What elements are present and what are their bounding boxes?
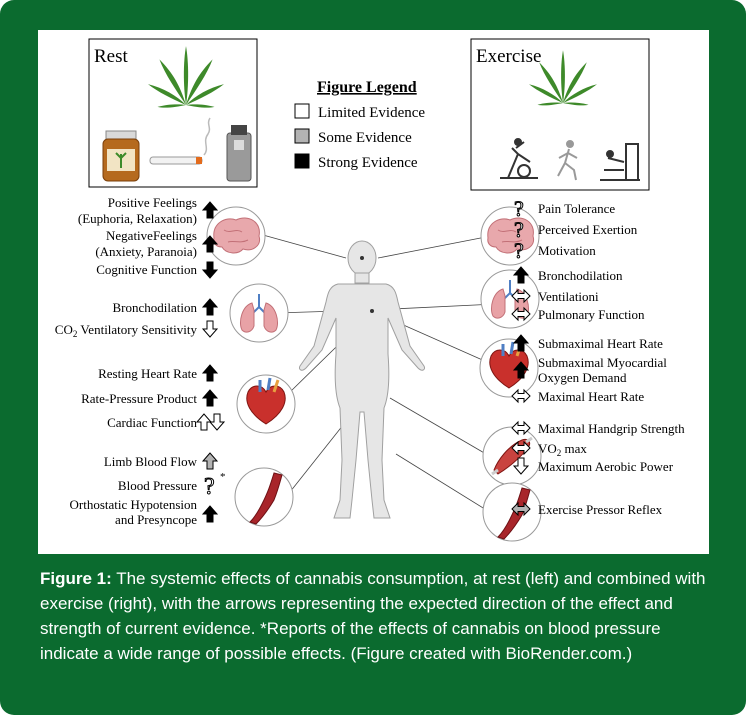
arrow-up-icon (203, 506, 217, 522)
brain-icon (481, 207, 539, 265)
effect-resting-heart-rate: Resting Heart Rate (98, 366, 197, 381)
effect-pain-tolerance: Pain Tolerance (538, 201, 615, 216)
svg-text:Some Evidence: Some Evidence (318, 130, 412, 146)
exercise-effects: Pain Tolerance Perceived Exertion Motiva… (538, 201, 685, 517)
lungs-icon (481, 270, 539, 328)
arrow-down-icon (203, 321, 217, 337)
effect-rate-pressure-product: Rate-Pressure Product (81, 391, 197, 406)
caption-text: The systemic effects of cannabis consump… (40, 569, 706, 663)
effect-oxygen-demand: Oxygen Demand (538, 370, 627, 385)
cannabis-jar-icon (103, 131, 139, 181)
effect-bronchodilation: Bronchodilation (113, 300, 198, 315)
arrow-down-icon (210, 414, 224, 430)
legend-item-limited: Limited Evidence (295, 104, 425, 121)
effect-cognitive-function: Cognitive Function (96, 262, 197, 277)
svg-text:Strong Evidence: Strong Evidence (318, 155, 418, 171)
figure-legend: Figure Legend Limited Evidence Some Evid… (295, 79, 425, 171)
figure-caption: Figure 1: The systemic effects of cannab… (40, 566, 710, 666)
rest-title: Rest (94, 46, 129, 67)
effect-presyncope: and Presyncope (115, 512, 197, 527)
heart-icon (480, 339, 538, 397)
effect-pulmonary-function: Pulmonary Function (538, 307, 645, 322)
effect-submaximal-myocardial: Submaximal Myocardial (538, 355, 667, 370)
exercise-title: Exercise (476, 46, 541, 67)
arrow-down-icon (203, 262, 217, 278)
question-mark-icon: ? * (204, 471, 226, 500)
figure-panel: Rest Exercise (38, 30, 709, 554)
effect-negative-feelings: NegativeFeelings (106, 228, 197, 243)
effect-submaximal-heart-rate: Submaximal Heart Rate (538, 336, 663, 351)
exercise-question-marks: ? ? ? (514, 196, 524, 263)
effect-ventilation: Ventilationi (538, 289, 599, 304)
svg-text:?: ? (204, 474, 215, 500)
legend-item-strong: Strong Evidence (295, 154, 418, 171)
effect-vo2-max: VO2 max (538, 441, 587, 458)
arrow-up-icon (203, 365, 217, 381)
arrow-up-icon (203, 390, 217, 406)
svg-text:*: * (220, 471, 226, 483)
effect-bronchodilation: Bronchodilation (538, 268, 623, 283)
brain-icon (207, 207, 265, 265)
muscle-icon (483, 427, 541, 485)
arrow-up-icon (203, 453, 217, 469)
caption-label: Figure 1: (40, 569, 112, 588)
effect-co2-sensitivity: CO2 Ventilatory Sensitivity (55, 322, 198, 339)
effect-limb-blood-flow: Limb Blood Flow (104, 454, 198, 469)
effect-positive-feelings: Positive Feelings (108, 195, 197, 210)
effect-motivation: Motivation (538, 243, 596, 258)
blood-vessel-icon (235, 468, 293, 526)
blood-vessel-icon (483, 483, 541, 541)
effect-orthostatic-hypotension: Orthostatic Hypotension (70, 497, 198, 512)
human-body (299, 241, 424, 518)
effect-negative-feelings-detail: (Anxiety, Paranoia) (95, 244, 197, 259)
legend-title: Figure Legend (317, 79, 417, 96)
effect-perceived-exertion: Perceived Exertion (538, 222, 638, 237)
effect-maximal-handgrip: Maximal Handgrip Strength (538, 421, 685, 436)
effect-maximal-heart-rate: Maximal Heart Rate (538, 389, 644, 404)
vaporizer-icon (227, 125, 251, 181)
question-mark-icon: ? (514, 238, 524, 263)
effect-cardiac-function: Cardiac Function (107, 415, 197, 430)
effect-blood-pressure: Blood Pressure (118, 478, 197, 493)
figure-svg: Rest Exercise (38, 30, 709, 554)
rest-panel: Rest (89, 39, 257, 187)
effect-exercise-pressor-reflex: Exercise Pressor Reflex (538, 502, 663, 517)
exercise-panel: Exercise (471, 39, 649, 190)
legend-item-some: Some Evidence (295, 129, 412, 146)
arrow-up-icon (197, 414, 211, 430)
effect-maximum-aerobic-power: Maximum Aerobic Power (538, 459, 674, 474)
lungs-icon (230, 284, 288, 342)
rest-effects: Positive Feelings (Euphoria, Relaxation)… (55, 195, 198, 527)
arrow-up-icon (203, 299, 217, 315)
heart-icon (237, 375, 295, 433)
effect-positive-feelings-detail: (Euphoria, Relaxation) (78, 211, 197, 226)
svg-text:Limited Evidence: Limited Evidence (318, 105, 425, 121)
